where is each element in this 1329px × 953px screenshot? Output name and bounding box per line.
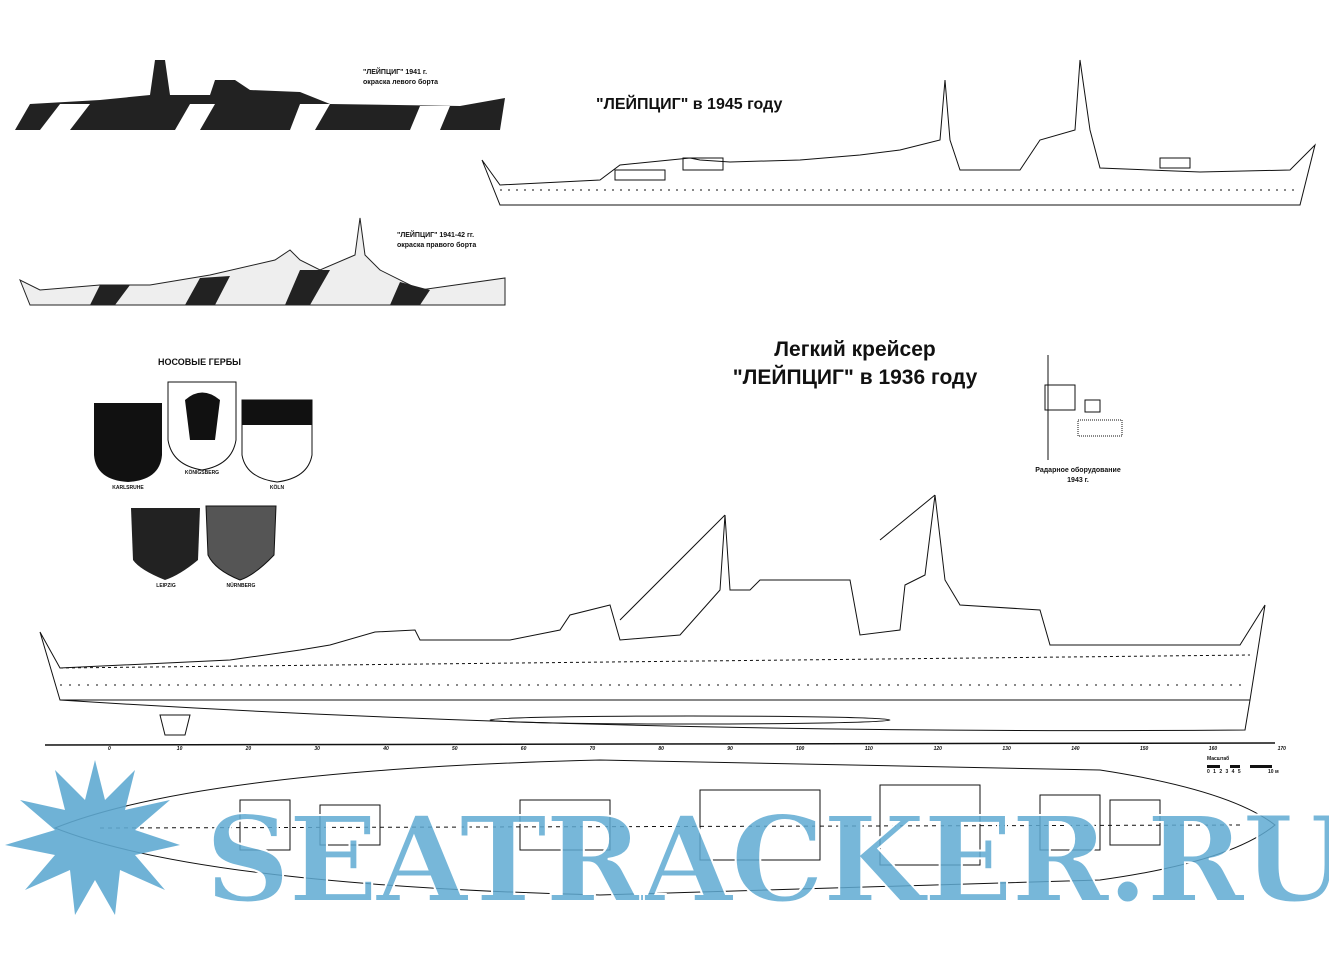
scale-ticks: 0 1 2 3 4 5 [1207,769,1242,775]
arms-label-konigsberg: KÖNIGSBERG [184,470,220,476]
radar-caption: Радарное оборудование 1943 г. [1030,466,1126,486]
main-title-line1: Легкий крейсер [774,338,936,361]
frame-number: 130 [1002,746,1011,752]
frame-number: 150 [1140,746,1149,752]
arms-label-koln: KÖLN [269,485,285,491]
caption-title: "ЛЕЙПЦИГ" 1941 г. [363,69,428,76]
profile-1945 [481,59,1316,206]
profile-1945-title: "ЛЕЙПЦИГ" в 1945 году [596,96,783,113]
plan-view [53,759,1276,896]
caption-subtitle: окраска левого борта [363,79,439,86]
metric-scale-bar [1207,765,1272,768]
frame-number: 170 [1277,746,1286,752]
frame-number: 50 [452,746,458,752]
frame-number: 0 [108,746,111,752]
radar-caption-text: Радарное оборудование [1035,467,1121,474]
profile-1941-42-right-side [19,217,506,306]
coats-of-arms-heading: НОСОВЫЕ ГЕРБЫ [158,357,241,367]
watermark-sunburst-icon [5,760,180,915]
frame-number: 100 [796,746,805,752]
frame-scale [44,742,1276,746]
frame-number: 40 [383,746,389,752]
frame-number: 10 [176,746,183,752]
frame-number: 120 [933,746,942,752]
frame-number: 140 [1071,746,1080,752]
main-title-line2: "ЛЕЙПЦИГ" в 1936 году [732,366,978,389]
frame-number: 160 [1208,746,1218,752]
radar-caption-year: 1943 г. [1067,477,1089,484]
profile-1941-left-side [15,60,505,130]
frame-number: 30 [314,746,320,752]
scale-label: Масштаб [1207,756,1230,762]
coats-of-arms [94,381,313,581]
frame-number: 110 [864,746,873,752]
frame-number: 90 [727,746,733,752]
arms-label-nurnberg: NÜRNBERG [226,583,256,589]
scale-end: 10 м [1268,769,1279,775]
arms-label-leipzig: LEIPZIG [156,583,176,589]
profile-1941-left-caption: "ЛЕЙПЦИГ" 1941 г. окраска левого борта [363,68,438,88]
profile-1941-42-caption: "ЛЕЙПЦИГ" 1941-42 гг. окраска правого бо… [397,231,476,251]
frame-number: 20 [245,746,252,752]
arms-label-karlsruhe: KARLSRUHE [112,485,144,491]
caption-title: "ЛЕЙПЦИГ" 1941-42 гг. [397,232,475,239]
watermark-text: SEATRACKER.RU [204,789,1329,930]
profile-1936 [39,494,1266,736]
frame-number: 80 [658,746,664,752]
frame-number: 70 [589,746,596,752]
frame-number: 60 [520,746,527,752]
radar-detail [1044,355,1123,460]
caption-subtitle: окраска правого борта [397,242,477,249]
main-title: Легкий крейсер "ЛЕЙПЦИГ" в 1936 году [700,336,1010,392]
